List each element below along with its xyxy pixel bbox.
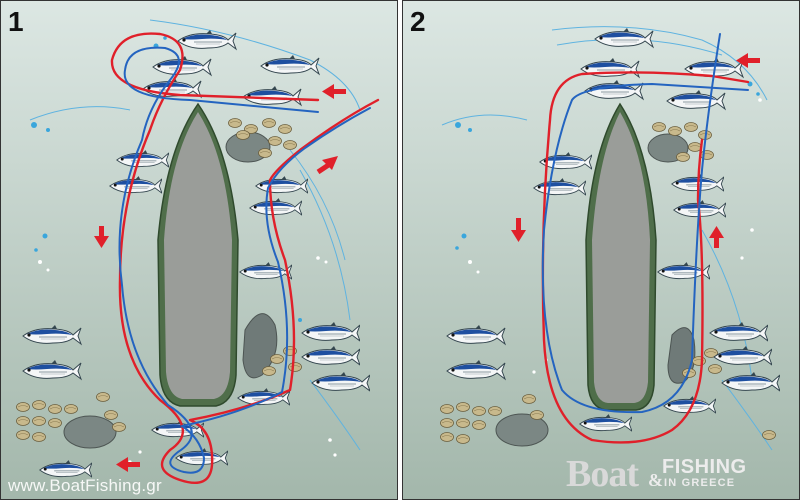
boat [585,102,657,411]
logo-ampersand: & [648,470,663,490]
trolling-paths [110,32,380,485]
direction-arrows [94,84,346,472]
blue-path [118,46,371,474]
rocks [63,131,278,449]
current-lines [29,19,361,451]
rocks [495,133,696,447]
blue-path [541,33,749,414]
trolling-paths [541,33,750,444]
arrow-up-right [316,156,338,175]
panel-number: 2 [410,6,426,37]
arrow-up-right [709,226,724,248]
boat [157,102,239,407]
logo-word-fishing: FISHING [662,456,747,478]
arrow-left-bottom [116,457,140,472]
diagram-panel-2: 2 Boat & FISHING IN GREECE [402,0,800,500]
boatfishing-logo: Boat & FISHING IN GREECE [566,454,792,494]
logo-tagline: IN GREECE [664,477,736,489]
logo-word-boat: Boat [566,453,639,495]
panel-1-illustration [0,0,398,500]
panel-2-illustration [402,0,800,500]
bubbles [455,81,760,250]
white-bubbles [38,256,337,464]
panel-number: 1 [8,6,24,37]
arrow-left-top [736,53,760,68]
diagram-panel-1: 1 www.BoatFishing.gr [0,0,398,500]
watermark-url: www.BoatFishing.gr [8,476,162,495]
arrow-down-left [511,218,526,242]
direction-arrows [511,53,760,248]
red-path [541,71,750,444]
arrow-left-top [322,84,346,99]
red-path [110,32,380,485]
arrow-down-left [94,226,109,248]
